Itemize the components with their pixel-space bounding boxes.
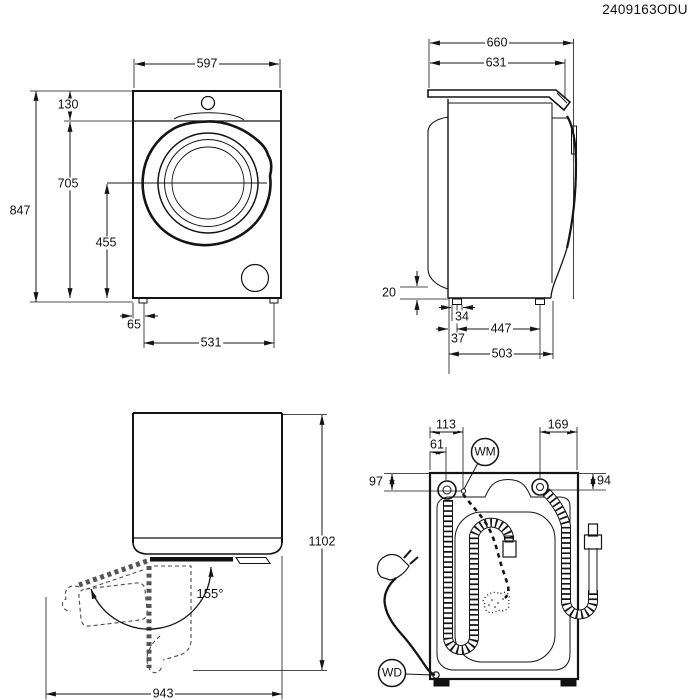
- side-view: [400, 39, 578, 374]
- drawing-code: 2409163ODU: [602, 1, 688, 17]
- front-left-foot: [138, 298, 148, 304]
- rear-dimension-lines: [384, 427, 606, 492]
- dim-front-overall-height: 847: [8, 203, 32, 218]
- drain-hose-connector: [502, 540, 517, 558]
- dim-rear-inlet-offset: 169: [546, 416, 570, 432]
- program-knob: [200, 95, 216, 111]
- dim-front-width: 597: [195, 55, 219, 71]
- rear-cabinet: [428, 471, 580, 687]
- worktop: [427, 89, 572, 112]
- water-drain-badge: [377, 658, 407, 688]
- water-mains-badge: [470, 437, 500, 467]
- dim-front-top-panel: 130: [56, 97, 80, 112]
- door-swing-arc: [90, 566, 214, 630]
- dim-side-front-to-foot: 37: [449, 330, 467, 346]
- rear-right-foot: [560, 679, 577, 687]
- inlet-hose-connector: [583, 534, 603, 550]
- dim-rear-right-top-offset: 94: [595, 473, 613, 488]
- rear-left-foot: [433, 679, 450, 687]
- dim-front-door-center: 455: [94, 235, 118, 250]
- closed-door-top-edge: [150, 557, 233, 562]
- rear-inner-panel: [436, 478, 571, 671]
- door-handle-top: [234, 556, 272, 565]
- front-right-foot: [269, 298, 279, 304]
- dim-front-side-to-foot: 65: [125, 317, 143, 332]
- dim-rear-cord-offset: 61: [428, 436, 446, 452]
- water-mains-label: WM: [474, 444, 496, 459]
- side-machine-outline: [427, 89, 578, 305]
- front-view: [30, 59, 282, 348]
- rear-view: [376, 427, 606, 688]
- dim-side-foot-length: 34: [453, 308, 471, 324]
- drain-path-dashed: [461, 493, 510, 599]
- dim-top-depth-door-open: 1102: [307, 534, 337, 549]
- side-rear-foot: [535, 298, 545, 305]
- dim-side-body-depth: 631: [484, 55, 508, 70]
- dim-side-rear-clearance: 20: [380, 284, 398, 300]
- dim-rear-drain-offset: 113: [434, 416, 458, 432]
- door-handle-side: [571, 125, 577, 155]
- drain-outlet-fitting: [437, 480, 457, 500]
- open-door-ghost: [61, 558, 214, 674]
- top-view: [45, 412, 327, 700]
- power-cord: [376, 549, 440, 679]
- rear-panel: [427, 116, 449, 290]
- dim-side-overall-depth: 660: [485, 35, 509, 50]
- dim-side-base-depth: 503: [490, 346, 514, 361]
- inlet-hose: [531, 478, 603, 620]
- dim-side-feet-distance: 447: [489, 321, 513, 336]
- dim-front-feet-span: 531: [199, 335, 223, 350]
- dim-rear-left-top-offset: 97: [367, 474, 385, 489]
- dim-top-width-door-open: 943: [151, 686, 175, 700]
- dim-front-door-axis: 705: [56, 176, 80, 191]
- water-splash-stipple: [482, 591, 510, 614]
- drain-hose: [437, 480, 517, 655]
- rear-inner-contour: [454, 511, 556, 663]
- power-plug-icon: [376, 553, 410, 581]
- inlet-fitting: [531, 478, 549, 496]
- door-outer-ring: [141, 120, 273, 247]
- drain-filter-door: [240, 263, 270, 293]
- side-front-foot: [452, 298, 462, 305]
- water-drain-label: WD: [382, 665, 402, 680]
- top-machine-outline: [132, 412, 283, 565]
- dim-door-angle: 155°: [196, 585, 224, 601]
- callout-markers: [377, 437, 500, 688]
- front-machine-outline: [107, 90, 282, 304]
